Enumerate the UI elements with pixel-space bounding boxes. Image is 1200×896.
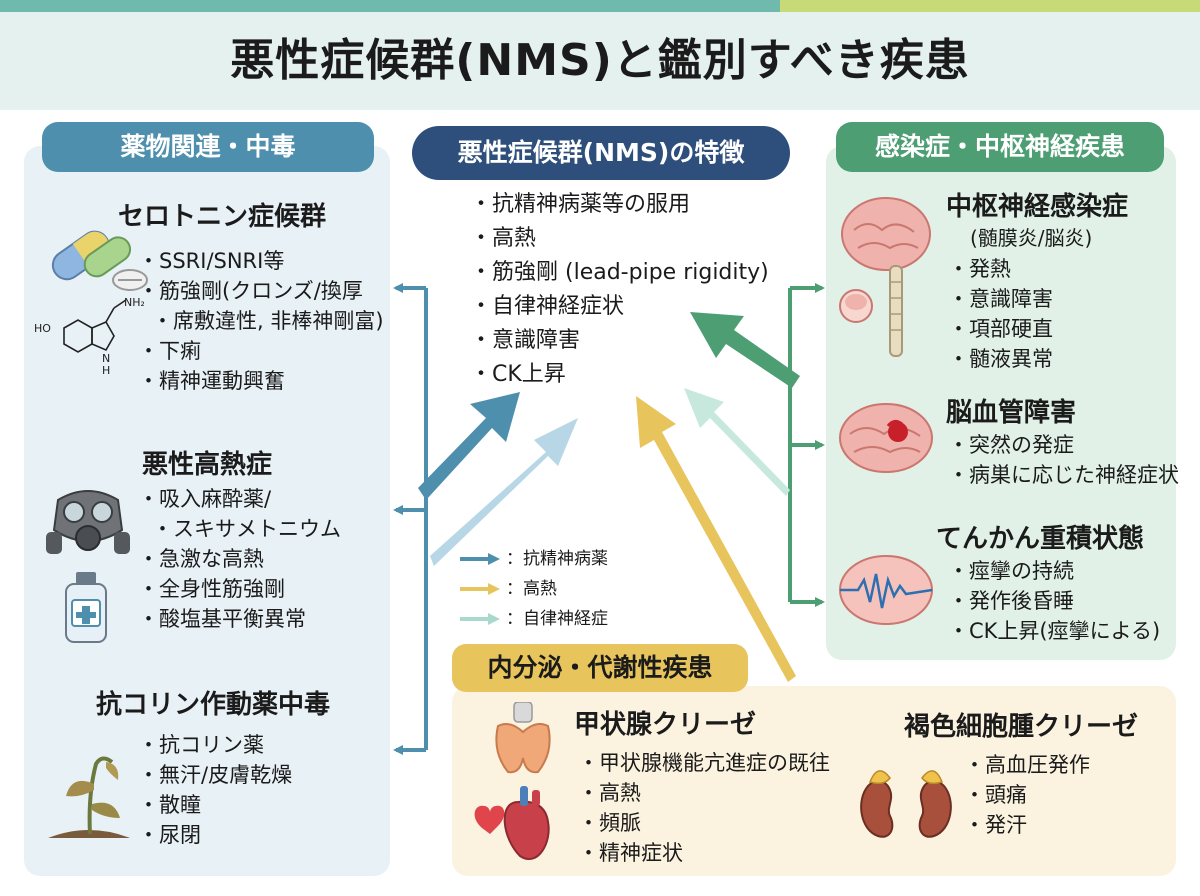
legend-label: ：自律神経症 <box>506 609 608 629</box>
pheo-symptom-list: 高血圧発作 頭痛 発汗 <box>964 750 1090 840</box>
legend-arrow-yellow-icon <box>460 583 500 595</box>
stroke-symptom-list: 突然の発症 病巣に応じた神経症状 <box>948 430 1179 490</box>
list-item: 急激な高熱 <box>138 544 341 574</box>
nms-feature-item: 高熱 <box>470 222 769 256</box>
list-item: 精神運動興奮 <box>138 366 384 396</box>
list-item: CK上昇(痙攣による) <box>948 616 1160 646</box>
list-item: 意識障害 <box>948 284 1053 314</box>
list-item: 突然の発症 <box>948 430 1179 460</box>
arrow-endo-to-nms-light <box>684 388 790 496</box>
top-accent-bar-right <box>780 0 1200 12</box>
thyroid-symptom-list: 甲状腺機能亢進症の既往 高熱 頻脈 精神症状 <box>578 748 830 868</box>
top-accent-bar <box>0 0 780 12</box>
gas-mask-icon <box>46 490 130 554</box>
list-item: 酸塩基平衡異常 <box>138 604 341 634</box>
nms-feature-label: 悪性症候群(NMS)の特徴 <box>412 126 790 180</box>
heart-icon <box>474 786 550 860</box>
list-item: スキサメトニウム <box>138 514 341 544</box>
legend-item-antipsychotic: ：抗精神病薬 <box>460 544 608 574</box>
list-item: 全身性筋強剛 <box>138 574 341 604</box>
infection-category-label: 感染症・中枢神経疾患 <box>836 122 1164 172</box>
list-item: 筋強剛(クロンズ/換厚 <box>138 276 384 306</box>
arrow-legend: ：抗精神病薬 ：高熱 ：自律神経症 <box>460 544 608 634</box>
brain-hemorrhage-icon <box>839 403 933 473</box>
serotonin-molecule-icon: HO NH₂ N H <box>34 296 144 377</box>
anticholinergic-title: 抗コリン作動薬中毒 <box>96 690 331 720</box>
legend-label: ：抗精神病薬 <box>506 549 608 569</box>
list-item: 発汗 <box>964 810 1090 840</box>
arrow-endo-to-nms <box>636 396 796 682</box>
arrow-drug-to-nms <box>418 392 520 500</box>
left-connector <box>393 283 428 755</box>
legend-label: ：高熱 <box>506 579 557 599</box>
list-item: 吸入麻酔薬/ <box>138 484 341 514</box>
cns-infection-list: 発熱 意識障害 項部硬直 髄液異常 <box>948 254 1053 374</box>
thyroid-storm-title: 甲状腺クリーゼ <box>574 710 757 740</box>
list-item: 高熱 <box>578 778 830 808</box>
stroke-title: 脳血管障害 <box>946 398 1077 428</box>
list-item: 発作後昏睡 <box>948 586 1160 616</box>
thyroid-icon <box>495 702 551 774</box>
pheo-crisis-title: 褐色細胞腫クリーゼ <box>904 712 1139 742</box>
nms-feature-item: 抗精神病薬等の服用 <box>470 188 769 222</box>
right-connector <box>788 283 825 607</box>
serotonin-symptom-list: SSRI/SNRI等 筋強剛(クロンズ/換厚 席敷違性, 非棒神剛富) 下痢 精… <box>138 246 384 396</box>
kidney-adrenal-icon <box>860 770 952 838</box>
brain-eeg-icon <box>839 555 933 625</box>
list-item: 頻脈 <box>578 808 830 838</box>
molecule-n-label: N <box>102 352 110 365</box>
list-item: 抗コリン薬 <box>138 730 292 760</box>
nms-feature-item: 自律神経症状 <box>470 290 769 324</box>
legend-item-fever: ：高熱 <box>460 574 608 604</box>
drug-category-label: 薬物関連・中毒 <box>42 122 374 172</box>
nms-feature-item: 意識障害 <box>470 324 769 358</box>
molecule-ho-label: HO <box>34 322 51 335</box>
arrow-drug-to-nms-light <box>430 418 578 566</box>
serotonin-title: セロトニン症候群 <box>118 202 327 232</box>
epilepsy-title: てんかん重積状態 <box>936 524 1145 554</box>
hyperthermia-symptom-list: 吸入麻酔薬/ スキサメトニウム 急激な高熱 全身性筋強剛 酸塩基平衡異常 <box>138 484 341 634</box>
legend-arrow-light-icon <box>460 613 500 625</box>
endocrine-category-label: 内分泌・代謝性疾患 <box>452 644 748 692</box>
epilepsy-symptom-list: 痙攣の持続 発作後昏睡 CK上昇(痙攣による) <box>948 556 1160 646</box>
hyperthermia-title: 悪性高熱症 <box>142 450 273 480</box>
list-item: 散瞳 <box>138 790 292 820</box>
list-item: 席敷違性, 非棒神剛富) <box>138 306 384 336</box>
nms-feature-item: 筋強剛 (lead-pipe rigidity) <box>470 256 769 290</box>
list-item: 痙攣の持続 <box>948 556 1160 586</box>
list-item: 発熱 <box>948 254 1053 284</box>
list-item: 甲状腺機能亢進症の既往 <box>578 748 830 778</box>
list-item: 高血圧発作 <box>964 750 1090 780</box>
list-item: 頭痛 <box>964 780 1090 810</box>
anticholinergic-symptom-list: 抗コリン薬 無汗/皮膚乾燥 散瞳 尿閉 <box>138 730 292 850</box>
list-item: 尿閉 <box>138 820 292 850</box>
wilted-plant-icon <box>48 756 130 838</box>
molecule-h-label: H <box>102 364 110 377</box>
pill-capsule-icon <box>51 230 148 291</box>
cns-infection-title: 中枢神経感染症 <box>946 192 1129 222</box>
list-item: 病巣に応じた神経症状 <box>948 460 1179 490</box>
cns-infection-subtitle: (髄膜炎/脳炎) <box>970 226 1093 250</box>
list-item: 髄液異常 <box>948 344 1053 374</box>
page-title: 悪性症候群(NMS)と鑑別すべき疾患 <box>230 35 970 86</box>
list-item: 項部硬直 <box>948 314 1053 344</box>
list-item: SSRI/SNRI等 <box>138 246 384 276</box>
brain-spine-icon <box>839 197 931 357</box>
nms-feature-item: CK上昇 <box>470 358 769 392</box>
title-band <box>0 12 1200 110</box>
list-item: 精神症状 <box>578 838 830 868</box>
legend-arrow-blue-icon <box>460 553 500 565</box>
list-item: 下痢 <box>138 336 384 366</box>
nms-feature-list: 抗精神病薬等の服用 高熱 筋強剛 (lead-pipe rigidity) 自律… <box>470 188 769 392</box>
list-item: 無汗/皮膚乾燥 <box>138 760 292 790</box>
medicine-vial-icon <box>65 572 107 643</box>
legend-item-autonomic: ：自律神経症 <box>460 604 608 634</box>
